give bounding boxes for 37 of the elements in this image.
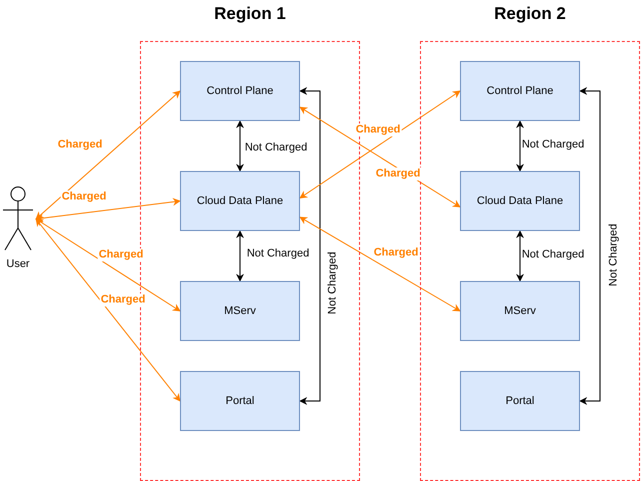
edge-label: Not Charged <box>246 248 310 260</box>
edge-label: Not Charged <box>608 222 620 288</box>
edge-label: Charged <box>374 168 422 180</box>
double-arrow <box>299 216 461 312</box>
edge-label: Not Charged <box>520 248 586 262</box>
edge-label: Charged <box>98 248 144 262</box>
double-arrow <box>35 90 181 220</box>
edge-label: Not Charged <box>520 138 586 152</box>
edge-label: Charged <box>100 294 146 306</box>
edge-label: Charged <box>60 190 108 204</box>
double-arrow <box>35 198 181 222</box>
double-arrow <box>236 120 244 172</box>
process-box: Portal <box>460 371 580 431</box>
actor-label: User <box>5 258 31 270</box>
double-arrow <box>299 87 320 405</box>
process-box: MServ <box>180 281 300 341</box>
double-arrow <box>299 106 461 208</box>
double-arrow <box>236 230 244 282</box>
region-title: Region 2 <box>493 4 567 25</box>
edge-label: Charged <box>372 246 420 260</box>
double-arrow <box>516 120 524 172</box>
process-box: Cloud Data Plane <box>180 171 300 231</box>
edge-label: Charged <box>354 124 402 136</box>
region-title: Region 1 <box>213 4 287 25</box>
edge-label: Charged <box>56 138 104 152</box>
double-arrow <box>516 230 524 282</box>
double-arrow <box>36 218 180 402</box>
double-arrow <box>579 87 600 405</box>
edge-label: Not Charged <box>244 142 308 154</box>
process-box: Cloud Data Plane <box>460 171 580 231</box>
process-box: MServ <box>460 281 580 341</box>
process-box: Control Plane <box>460 61 580 121</box>
process-box: Portal <box>180 371 300 431</box>
process-box: Control Plane <box>180 61 300 121</box>
edge-label: Not Charged <box>326 250 340 316</box>
double-arrow <box>35 218 181 312</box>
double-arrow <box>299 90 461 198</box>
